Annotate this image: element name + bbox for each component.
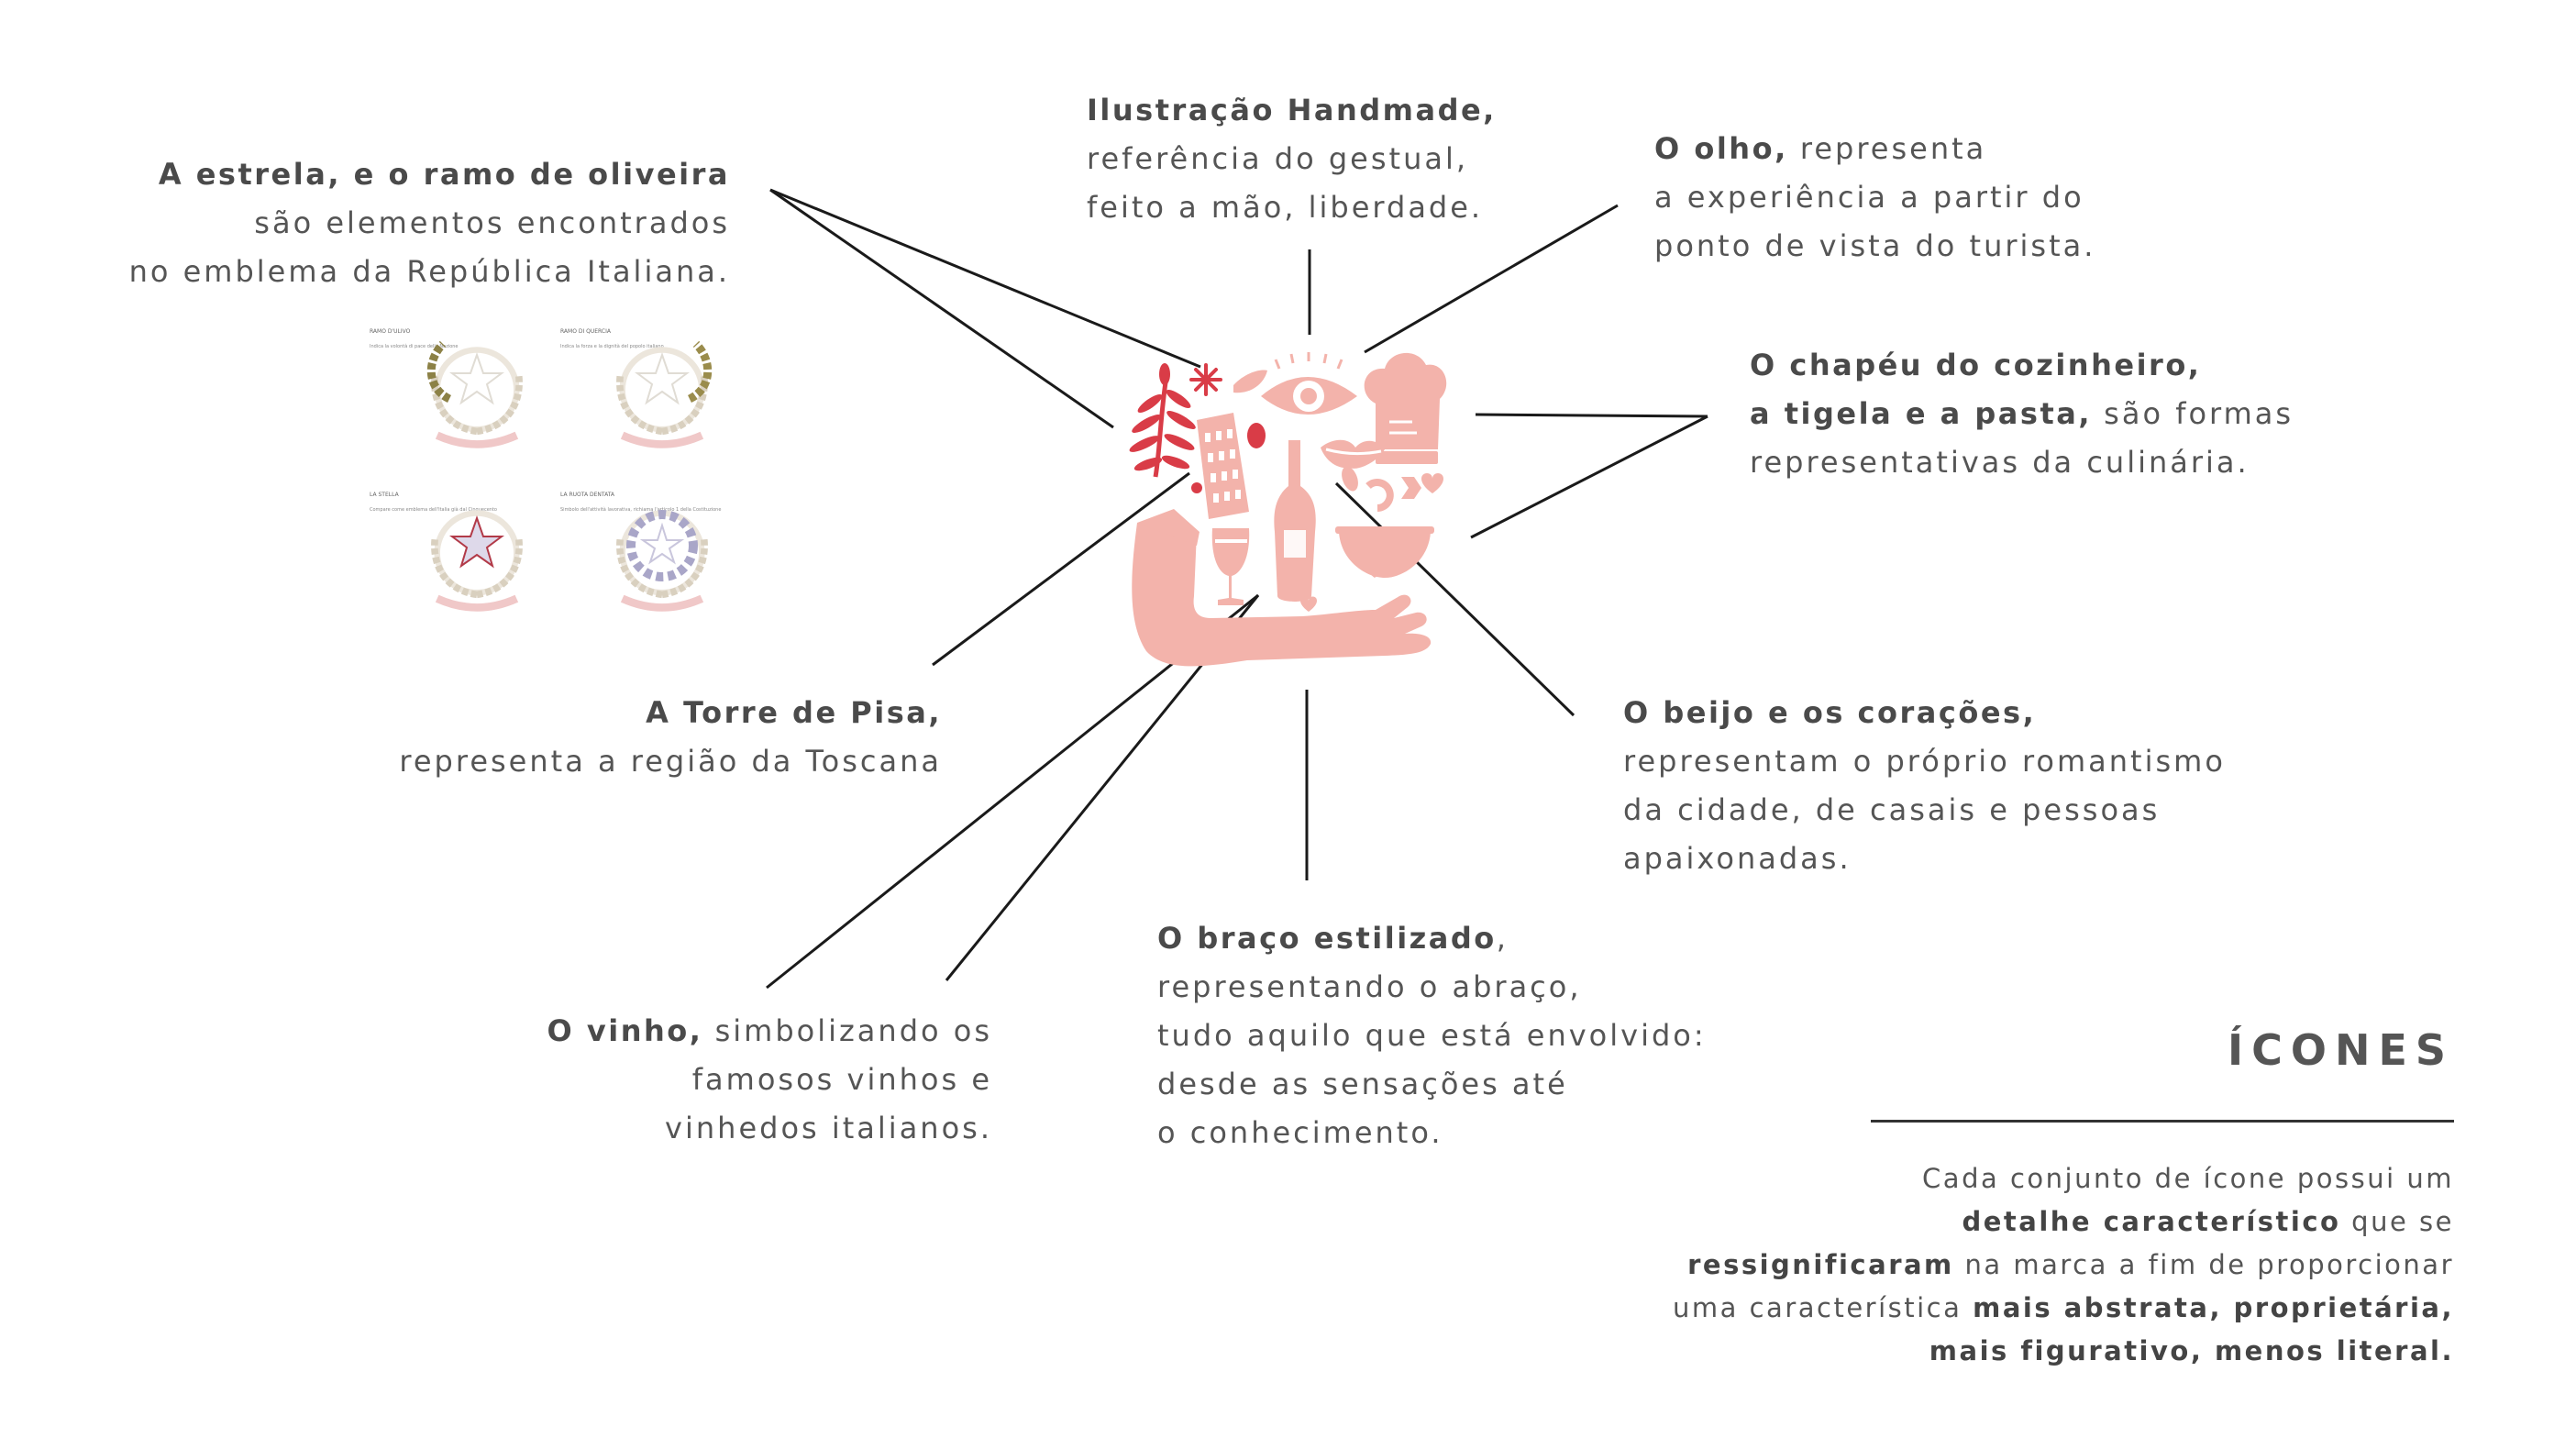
section-divider [1871, 1120, 2454, 1123]
star-outline-icon [635, 351, 690, 405]
emblem-oak-caption: Indica la forza e la dignità del popolo … [560, 343, 664, 349]
callout-arm: O braço estilizado, representando o abra… [1157, 914, 1707, 1157]
olive-branch-icon [1129, 363, 1196, 478]
line-pisa [932, 471, 1190, 667]
callout-chef-title2: a tigela e a pasta, [1750, 396, 2092, 431]
pisa-tower-icon [1197, 413, 1249, 519]
emblem-panel-olive: RAMO D'ULIVO Indica la volontà di pace d… [362, 316, 553, 463]
section-description-line1: Cada conjunto de ícone possui um [1922, 1163, 2454, 1194]
section-description-line3: na marca a fim de proporcionar [1953, 1249, 2454, 1280]
callout-chef: O chapéu do cozinheiro, a tigela e a pas… [1750, 341, 2294, 487]
callout-eye: O olho, representa a experiência a parti… [1654, 125, 2095, 271]
callout-kiss-line2: da cidade, de casais e pessoas [1623, 792, 2161, 827]
eye-icon [1261, 352, 1357, 415]
callout-wine-title: O vinho, [547, 1013, 703, 1048]
section-description-line4: uma característica [1672, 1292, 1973, 1323]
callout-arm-title: O braço estilizado [1157, 921, 1497, 956]
emblem-panel-star: LA STELLA Compare come emblema dell'Ital… [362, 480, 553, 628]
callout-chef-line1: representativas da culinária. [1750, 445, 2250, 480]
callout-handmade-line1: referência do gestual, [1087, 141, 1469, 176]
bowl-icon [1335, 526, 1434, 578]
line-chef-1 [1475, 413, 1708, 418]
callout-chef-title1: O chapéu do cozinheiro, [1750, 348, 2202, 382]
section-title: ÍCONES [2227, 1025, 2454, 1075]
callout-kiss-title: O beijo e os corações, [1623, 695, 2037, 730]
callout-kiss-line3: apaixonadas. [1623, 841, 1852, 876]
emblem-star-caption: Compare come emblema dell'Italia già dal… [370, 506, 497, 513]
callout-star: A estrela, e o ramo de oliveira são elem… [129, 150, 730, 296]
callout-handmade-title: Ilustração Handmade, [1087, 93, 1497, 127]
emblem-gear-caption: Simbolo dell'attività lavorativa, richia… [560, 506, 721, 513]
callout-arm-line3: desde as sensações até [1157, 1067, 1568, 1101]
callout-kiss: O beijo e os corações, representam o pró… [1623, 689, 2226, 883]
callout-eye-line2: ponto de vista do turista. [1654, 228, 2096, 263]
callout-arm-line4: o conhecimento. [1157, 1115, 1443, 1150]
emblem-olive-title: RAMO D'ULIVO [370, 328, 411, 335]
callout-wine-line1: famosos vinhos e [691, 1062, 992, 1097]
olive-fruit-icon [1247, 423, 1266, 448]
callout-handmade: Ilustração Handmade, referência do gestu… [1087, 86, 1497, 232]
callout-eye-rest: representa [1787, 131, 1987, 166]
line-star-2 [769, 188, 1114, 429]
leaf-icon [1233, 370, 1267, 393]
callout-eye-line1: a experiência a partir do [1654, 180, 2084, 215]
callout-pisa-line1: representa a região da Toscana [399, 744, 942, 779]
chef-hat-icon [1364, 352, 1447, 464]
emblem-gear-title: LA RUOTA DENTATA [560, 492, 615, 498]
pasta-icon [1342, 466, 1421, 512]
callout-eye-title: O olho, [1654, 131, 1788, 166]
callout-star-line2: no emblema da República Italiana. [128, 254, 730, 289]
callout-arm-rest: , [1496, 921, 1509, 956]
olive-fruit-icon [1191, 482, 1202, 493]
italian-emblem-grid: RAMO D'ULIVO Indica la volontà di pace d… [362, 316, 747, 628]
line-star-1 [769, 188, 1201, 369]
callout-handmade-line2: feito a mão, liberdade. [1087, 190, 1484, 225]
callout-kiss-line1: representam o próprio romantismo [1623, 744, 2226, 779]
section-description-line2: que se [2340, 1206, 2454, 1237]
icon-illustration [1129, 352, 1447, 667]
line-eye [1364, 204, 1619, 354]
line-kiss [1334, 481, 1575, 717]
callout-star-line1: são elementos encontrados [254, 205, 730, 240]
callout-star-title: A estrela, e o ramo de oliveira [158, 157, 730, 192]
callout-arm-line1: representando o abraço, [1157, 969, 1582, 1004]
callout-wine: O vinho, simbolizando os famosos vinhos … [547, 1007, 992, 1153]
callout-wine-line2: vinhedos italianos. [665, 1111, 992, 1145]
callout-wine-rest: simbolizando os [702, 1013, 992, 1048]
emblem-olive-caption: Indica la volontà di pace della Nazione [370, 343, 459, 349]
star-icon [449, 514, 504, 569]
section-description-bold4: mais figurativo, menos literal. [1929, 1335, 2454, 1366]
emblem-panel-gear: LA RUOTA DENTATA Simbolo dell'attività l… [557, 480, 747, 628]
star-outline-icon [449, 351, 504, 405]
emblem-oak-title: RAMO DI QUERCIA [560, 328, 612, 335]
section-description-bold1: detalhe característico [1962, 1206, 2341, 1237]
wine-bottle-icon [1274, 440, 1316, 602]
stylized-arm-icon [1132, 509, 1432, 667]
line-chef-2 [1470, 415, 1708, 539]
gear-icon [626, 510, 698, 581]
callout-chef-rest: são formas [2091, 396, 2294, 431]
callout-pisa-title: A Torre de Pisa, [646, 695, 942, 730]
star-icon [1189, 363, 1222, 396]
section-description: Cada conjunto de ícone possui um detalhe… [1673, 1157, 2454, 1373]
emblem-panel-oak: RAMO DI QUERCIA Indica la forza e la dig… [557, 316, 747, 463]
wine-glass-icon [1211, 528, 1250, 605]
emblem-star-title: LA STELLA [370, 492, 400, 498]
section-description-bold3: mais abstrata, proprietária, [1973, 1292, 2454, 1323]
section-description-bold2: ressignificaram [1687, 1249, 1954, 1280]
callout-pisa: A Torre de Pisa, representa a região da … [399, 689, 942, 786]
kiss-icon [1321, 439, 1385, 469]
callout-arm-line2: tudo aquilo que está envolvido: [1157, 1018, 1707, 1053]
